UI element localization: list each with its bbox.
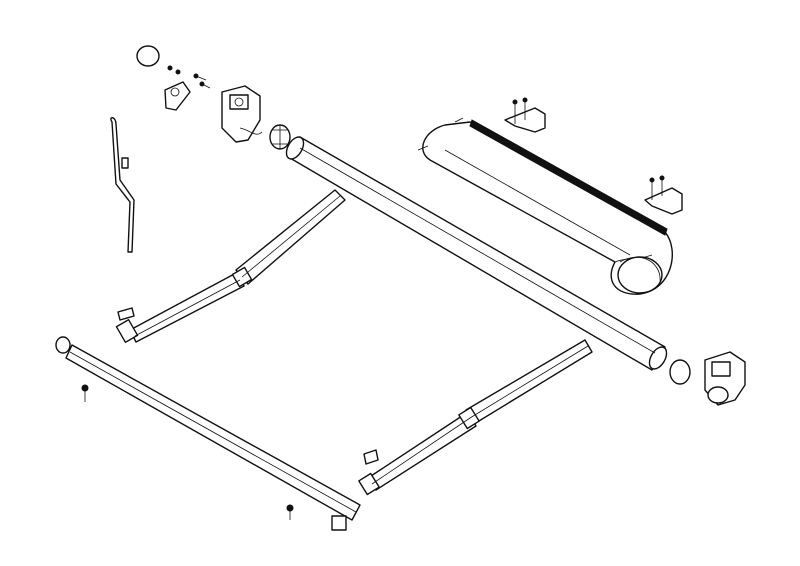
cassette-hood [417,117,673,295]
right-arm [358,339,593,496]
left-bracket [221,85,263,143]
screws-top [167,65,211,89]
wall-bracket-right [644,175,683,215]
shoulder-pin-left [117,307,135,321]
gear-end [269,124,291,150]
left-arm [115,189,346,343]
right-bracket [669,351,746,406]
screws-bottom [81,384,294,520]
shoulder-pin-right [363,449,379,465]
roller-tube [285,136,668,371]
gearbox [136,45,191,111]
wall-bracket-top [504,97,546,133]
front-bar [55,336,361,531]
crank-handle [110,117,135,253]
